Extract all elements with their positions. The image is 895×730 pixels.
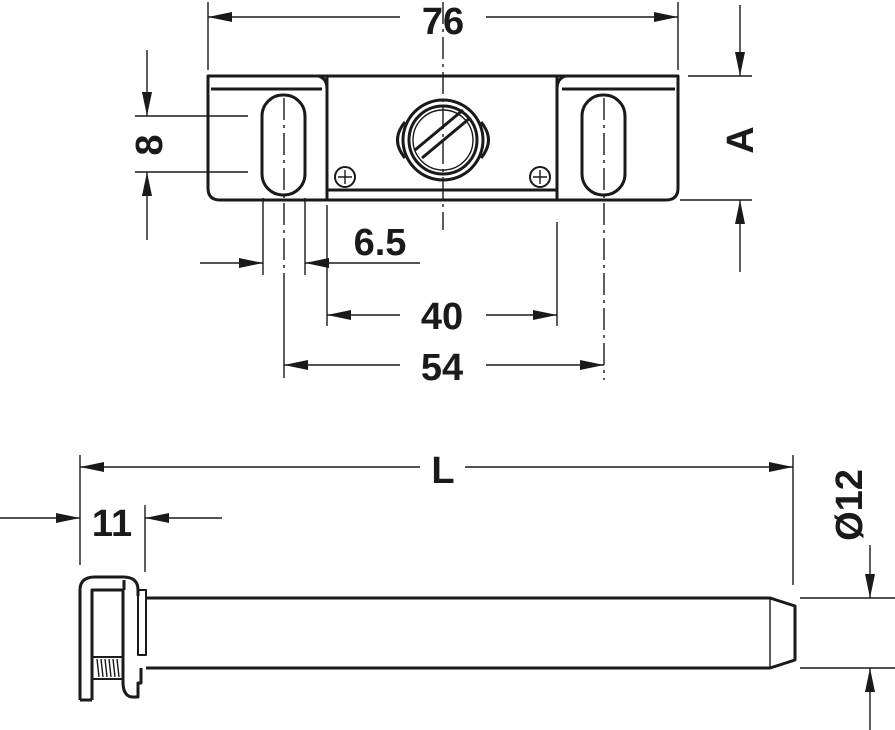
dimension-54: 54 [283,280,604,389]
dimension-40: 40 [326,205,558,338]
dimension-label: 76 [422,1,464,43]
dimension-label: 8 [129,134,171,155]
top-view: 76 8 A 6.5 40 54 [129,1,762,389]
dimension-label: 6.5 [354,222,407,264]
rod [146,596,797,670]
side-view: L 11 Ø12 [0,450,895,730]
right-tab [555,74,675,200]
dimension-label: A [720,126,762,153]
dimension-6.5: 6.5 [200,198,420,275]
connector-bracket [78,575,147,702]
phillips-screw-icon [529,166,551,188]
dimension-A: A [680,5,762,272]
dimension-label: L [431,450,454,492]
bracket-body-outline [206,74,680,202]
dimension-11: 11 [0,503,222,572]
dimension-label: 40 [421,296,463,338]
dimension-label: 54 [421,347,463,389]
phillips-screw-icon [334,166,356,188]
dimension-label: 11 [92,503,132,545]
dimension-diameter-12: Ø12 [800,469,895,730]
dimension-8: 8 [129,50,248,240]
dimension-76: 76 [207,1,679,70]
left-tab [211,74,329,200]
dimension-L: L [79,450,794,585]
dimension-label: Ø12 [829,469,871,541]
